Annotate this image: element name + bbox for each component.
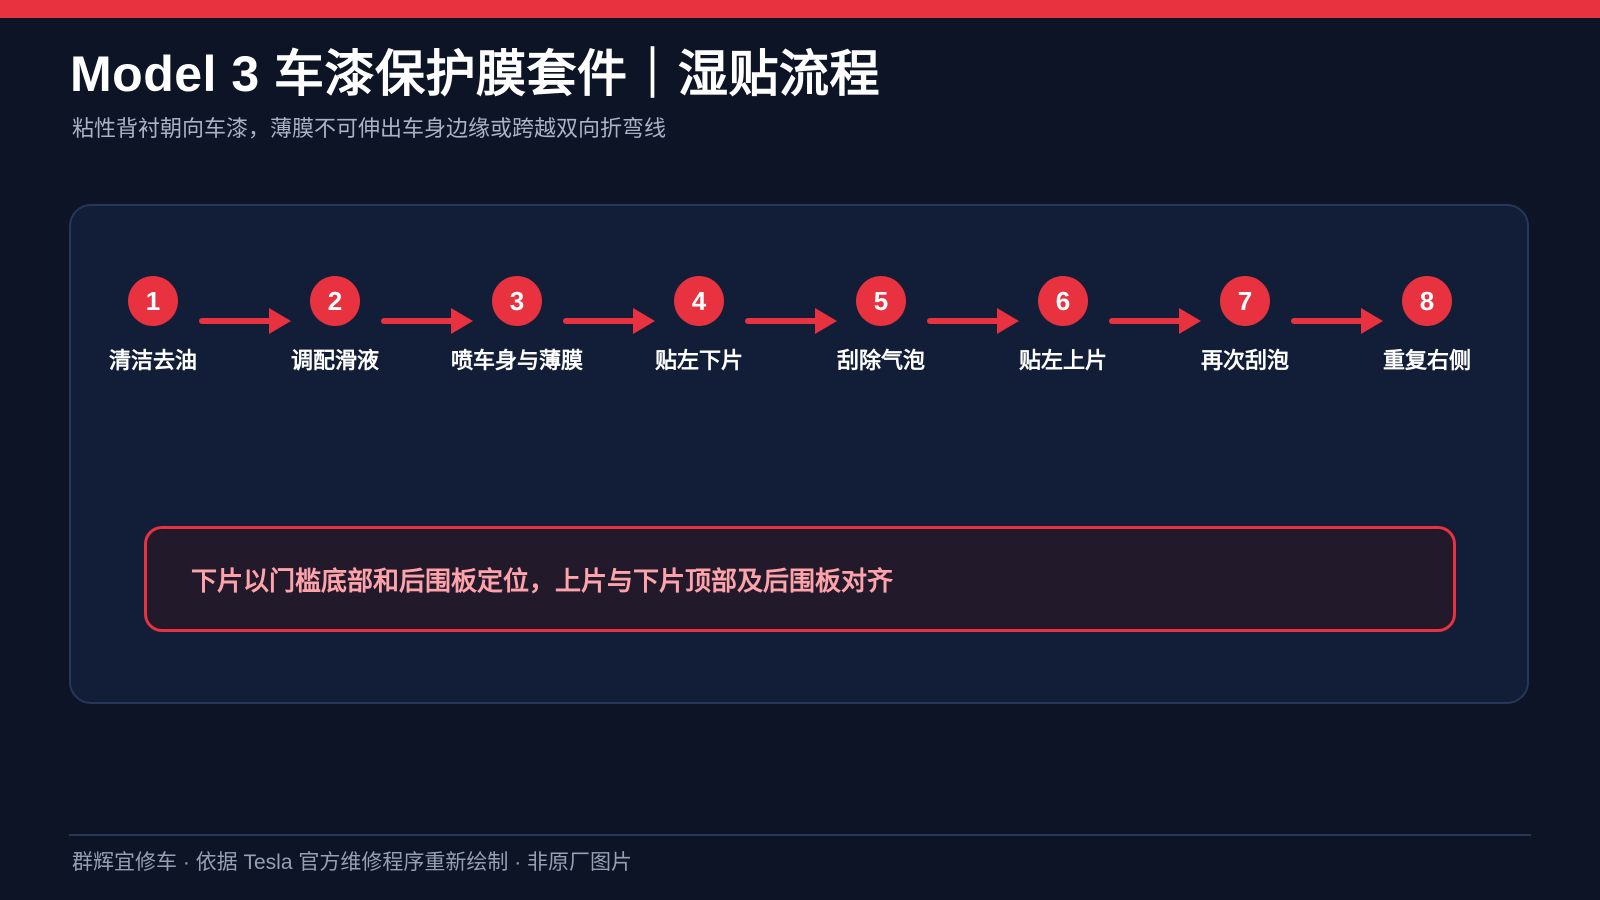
step-8: 8 重复右侧 (1327, 276, 1527, 376)
step-label: 贴左下片 (654, 348, 743, 373)
step-7: 7 再次刮泡 (1145, 276, 1345, 376)
positioning-note-text: 下片以门槛底部和后围板定位，上片与下片顶部及后围板对齐 (191, 565, 894, 596)
step-6: 6 贴左上片 (963, 276, 1163, 376)
step-label: 再次刮泡 (1200, 348, 1289, 373)
step-label: 清洁去油 (108, 348, 197, 373)
step-3: 3 喷车身与薄膜 (417, 276, 617, 376)
footer-divider (69, 834, 1531, 836)
page-title: Model 3 车漆保护膜套件｜湿贴流程 (70, 46, 881, 102)
step-1: 1 清洁去油 (53, 276, 253, 376)
step-number-badge: 6 (1038, 276, 1088, 326)
step-5: 5 刮除气泡 (781, 276, 981, 376)
positioning-note: 下片以门槛底部和后围板定位，上片与下片顶部及后围板对齐 (144, 526, 1456, 632)
step-label: 喷车身与薄膜 (450, 348, 583, 373)
right-arrow-icon (381, 308, 473, 334)
step-number-badge: 5 (856, 276, 906, 326)
right-arrow-icon (563, 308, 655, 334)
process-panel: 1 清洁去油 2 调配滑液 3 喷车身与薄膜 4 贴左下片 5 刮除 (69, 204, 1529, 704)
right-arrow-icon (199, 308, 291, 334)
step-label: 调配滑液 (290, 348, 379, 373)
right-arrow-icon (1109, 308, 1201, 334)
right-arrow-icon (927, 308, 1019, 334)
step-label: 刮除气泡 (836, 348, 925, 373)
footer-credit: 群辉宜修车 · 依据 Tesla 官方维修程序重新绘制 · 非原厂图片 (72, 851, 633, 874)
step-number-badge: 3 (492, 276, 542, 326)
step-number-badge: 4 (674, 276, 724, 326)
right-arrow-icon (1291, 308, 1383, 334)
step-label: 重复右侧 (1382, 348, 1471, 373)
top-accent-bar (0, 0, 1600, 18)
step-2: 2 调配滑液 (235, 276, 435, 376)
step-number-badge: 2 (310, 276, 360, 326)
step-number-badge: 7 (1220, 276, 1270, 326)
step-number-badge: 1 (128, 276, 178, 326)
step-number-badge: 8 (1402, 276, 1452, 326)
right-arrow-icon (745, 308, 837, 334)
process-flow: 1 清洁去油 2 调配滑液 3 喷车身与薄膜 4 贴左下片 5 刮除 (71, 206, 1531, 446)
page-subtitle: 粘性背衬朝向车漆，薄膜不可伸出车身边缘或跨越双向折弯线 (72, 116, 667, 141)
step-4: 4 贴左下片 (599, 276, 799, 376)
step-label: 贴左上片 (1018, 348, 1107, 373)
